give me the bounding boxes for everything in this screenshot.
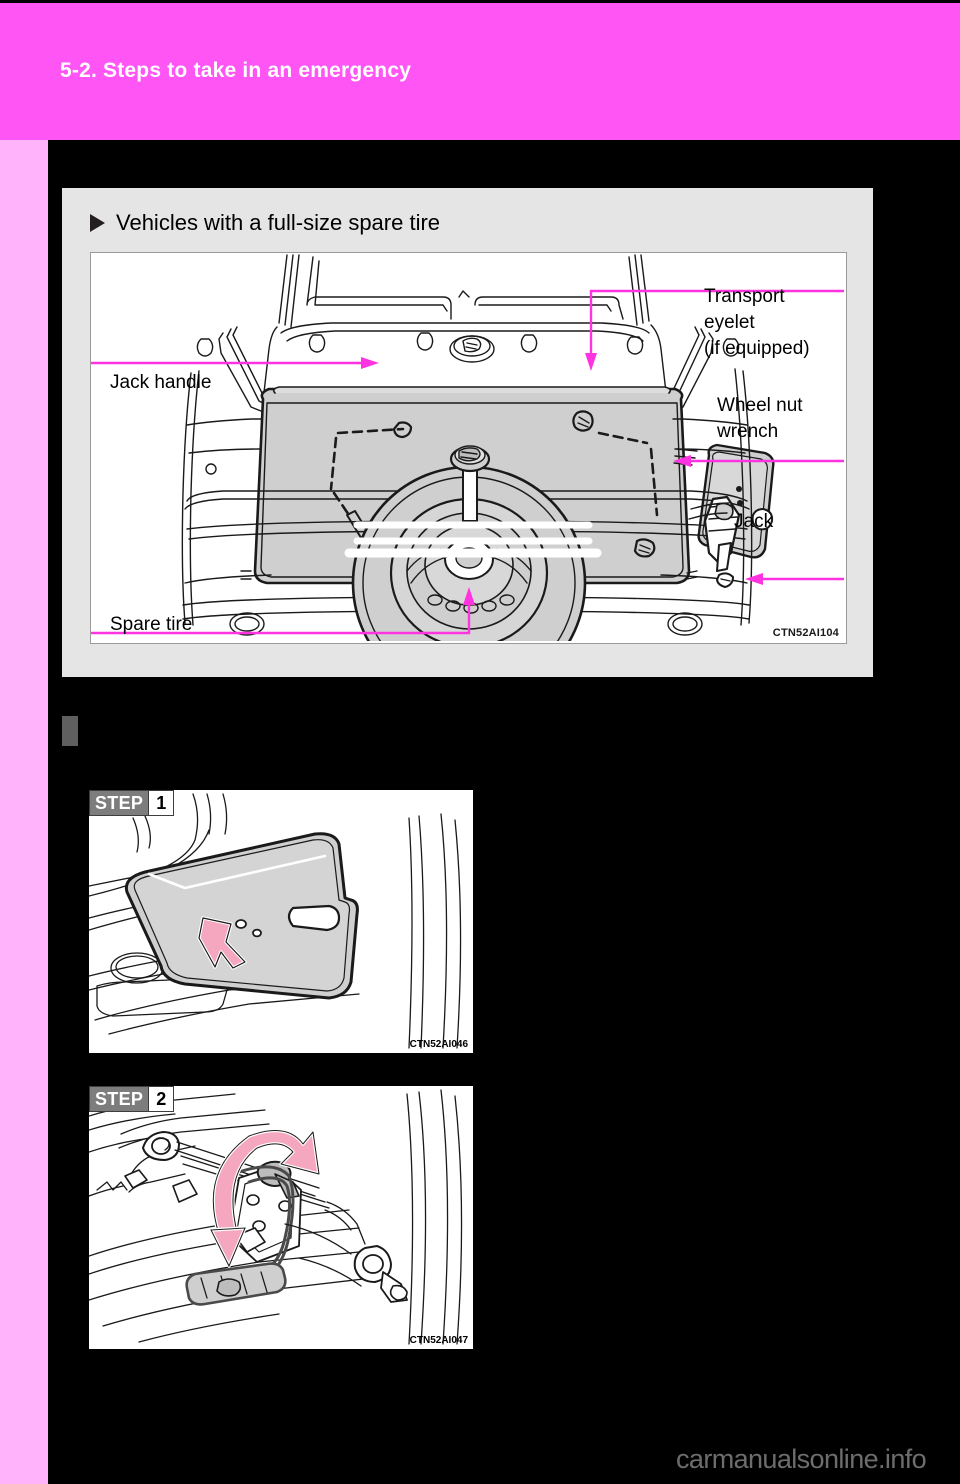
section-heading-label: Vehicles with a full-size spare tire	[116, 210, 441, 235]
step-2-figure: STEP 2 CTN52AI047	[88, 1085, 474, 1350]
step-2-illustration	[89, 1089, 463, 1345]
step-1-figure: STEP 1 CTN52AI046	[88, 789, 474, 1054]
step-1-number: 1	[148, 791, 174, 815]
section-bullet-marker	[62, 716, 78, 746]
callout-transport-eyelet: Transport eyelet (if equipped)	[704, 286, 810, 359]
step-1-word: STEP	[95, 792, 144, 813]
left-margin-strip	[0, 140, 48, 1484]
callout-jack-handle: Jack handle	[110, 372, 212, 393]
step-1-illustration	[89, 793, 462, 1049]
section-heading: Vehicles with a full-size spare tire	[90, 210, 440, 236]
step-2-code: CTN52AI047	[409, 1335, 468, 1346]
callout-spare-tire: Spare tire	[110, 614, 193, 635]
lift-arrow-icon	[197, 916, 247, 970]
step-2-number: 2	[148, 1087, 174, 1111]
figure-code: CTN52AI104	[772, 627, 839, 639]
chapter-header-band: 5-2. Steps to take in an emergency	[0, 3, 960, 140]
step-2-badge: STEP 2	[89, 1086, 175, 1112]
section-panel: Vehicles with a full-size spare tire	[62, 188, 873, 677]
top-rule	[0, 0, 960, 3]
rotate-arrow-icon	[209, 1128, 321, 1268]
page-title: 5-2. Steps to take in an emergency	[60, 59, 412, 82]
step-2-word: STEP	[95, 1088, 144, 1109]
callout-jack: Jack	[734, 511, 774, 532]
main-figure: CTN52AI104	[90, 252, 847, 644]
site-watermark: carmanualsonline.info	[676, 1444, 927, 1474]
triangle-right-icon	[90, 214, 105, 232]
callout-wheel-nut-wrench: Wheel nut wrench	[717, 395, 803, 442]
trunk-illustration	[91, 254, 844, 641]
step-1-code: CTN52AI046	[409, 1039, 468, 1050]
step-1-badge: STEP 1	[89, 790, 175, 816]
